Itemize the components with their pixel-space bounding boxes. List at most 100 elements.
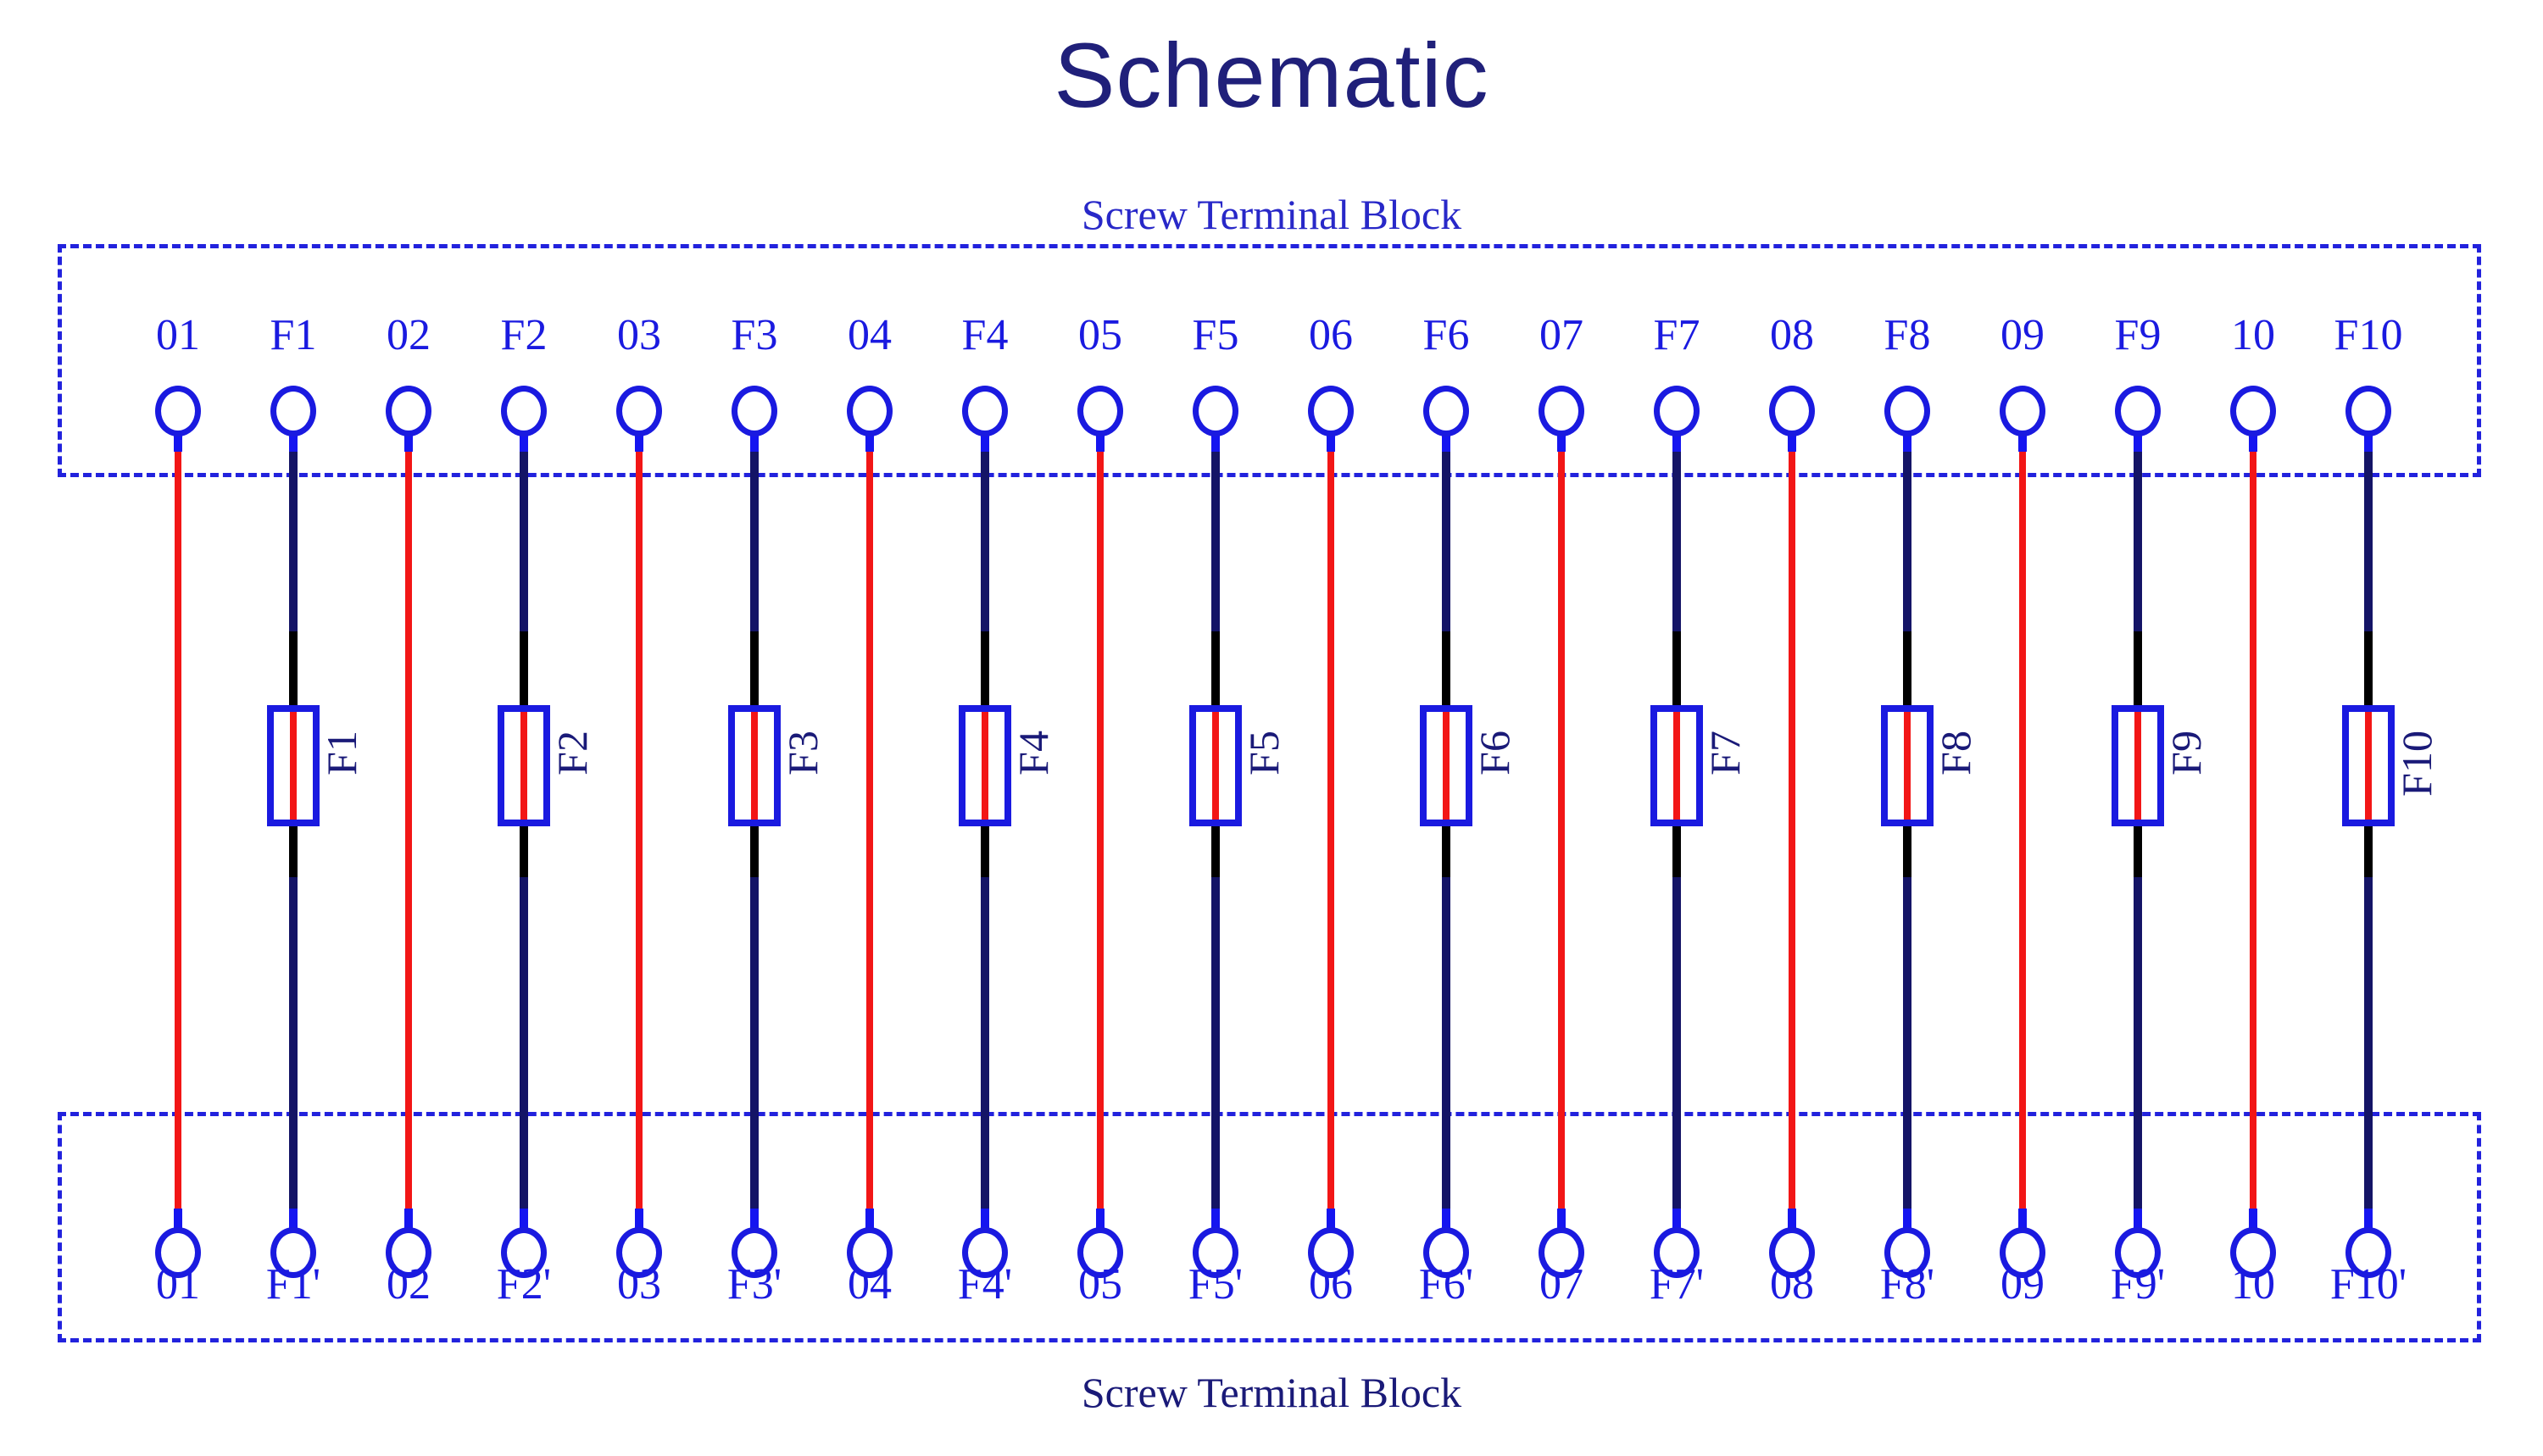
wire-navy-lower <box>1672 877 1681 1209</box>
wire-black-upper <box>981 631 989 709</box>
fuse-designator-label: F4 <box>1010 731 1057 775</box>
top-terminal-circle[interactable] <box>270 386 316 436</box>
wire-stub-bottom <box>2364 1209 2373 1234</box>
top-terminal-circle[interactable] <box>1077 386 1123 436</box>
wire-red-through-fuse <box>982 705 988 826</box>
bottom-terminal-circle[interactable] <box>155 1227 201 1278</box>
bottom-terminal-circle[interactable] <box>1423 1227 1469 1278</box>
wire-stub-bottom <box>2249 1209 2257 1234</box>
top-terminal-label: 08 <box>1770 311 1814 359</box>
wire-stub-bottom <box>1442 1209 1450 1234</box>
wire-stub-top <box>1672 430 1681 452</box>
top-screw-terminal-block-frame <box>58 244 2481 477</box>
wire-red-through-fuse <box>1673 705 1680 826</box>
wire-black-lower <box>2364 823 2373 877</box>
top-terminal-circle[interactable] <box>1539 386 1584 436</box>
top-terminal-circle[interactable] <box>2230 386 2276 436</box>
top-terminal-label: 09 <box>2000 311 2045 359</box>
top-terminal-label: F2 <box>500 311 548 359</box>
fuse-symbol[interactable] <box>2342 705 2395 826</box>
top-terminal-label: F1 <box>270 311 317 359</box>
fuse-symbol[interactable] <box>498 705 550 826</box>
top-terminal-label: 01 <box>156 311 200 359</box>
wire-stub-bottom <box>2018 1209 2027 1234</box>
top-terminal-circle[interactable] <box>2115 386 2161 436</box>
wire-red-run <box>636 452 643 1209</box>
wire-stub-bottom <box>1211 1209 1220 1234</box>
fuse-symbol[interactable] <box>728 705 781 826</box>
bottom-terminal-circle[interactable] <box>2000 1227 2045 1278</box>
fuse-symbol[interactable] <box>1189 705 1242 826</box>
top-terminal-circle[interactable] <box>616 386 662 436</box>
fuse-symbol[interactable] <box>267 705 320 826</box>
wire-black-lower <box>981 823 989 877</box>
bottom-terminal-circle[interactable] <box>847 1227 893 1278</box>
bottom-terminal-circle[interactable] <box>2115 1227 2161 1278</box>
top-terminal-circle[interactable] <box>1769 386 1815 436</box>
wire-stub-top <box>1442 430 1450 452</box>
wire-stub-top <box>404 430 413 452</box>
wire-stub-top <box>2364 430 2373 452</box>
top-terminal-circle[interactable] <box>962 386 1008 436</box>
bottom-terminal-circle[interactable] <box>2345 1227 2391 1278</box>
bottom-terminal-label: F9' <box>2110 1260 2166 1309</box>
bottom-terminal-circle[interactable] <box>386 1227 431 1278</box>
wire-navy-upper <box>289 452 298 631</box>
bottom-terminal-circle[interactable] <box>1769 1227 1815 1278</box>
wire-navy-lower <box>2134 877 2142 1209</box>
bottom-terminal-circle[interactable] <box>1193 1227 1238 1278</box>
wire-red-run <box>866 452 873 1209</box>
fuse-designator-label: F1 <box>318 731 365 775</box>
bottom-terminal-label: F7' <box>1649 1260 1705 1309</box>
fuse-designator-label: F7 <box>1701 731 1749 775</box>
bottom-terminal-circle[interactable] <box>962 1227 1008 1278</box>
wire-stub-bottom <box>289 1209 298 1234</box>
fuse-symbol[interactable] <box>1650 705 1703 826</box>
fuse-symbol[interactable] <box>959 705 1011 826</box>
fuse-symbol[interactable] <box>1881 705 1934 826</box>
wire-red-through-fuse <box>2134 705 2141 826</box>
wire-black-lower <box>1903 823 1911 877</box>
wire-black-lower <box>1442 823 1450 877</box>
top-terminal-circle[interactable] <box>2000 386 2045 436</box>
wire-black-upper <box>1211 631 1220 709</box>
wire-stub-bottom <box>404 1209 413 1234</box>
top-terminal-circle[interactable] <box>386 386 431 436</box>
wire-navy-lower <box>2364 877 2373 1209</box>
top-terminal-block-caption: Screw Terminal Block <box>1081 191 1462 238</box>
bottom-terminal-circle[interactable] <box>1539 1227 1584 1278</box>
top-terminal-label: 06 <box>1309 311 1353 359</box>
bottom-terminal-circle[interactable] <box>732 1227 777 1278</box>
bottom-terminal-circle[interactable] <box>2230 1227 2276 1278</box>
top-terminal-circle[interactable] <box>1308 386 1354 436</box>
top-terminal-circle[interactable] <box>1654 386 1700 436</box>
top-terminal-circle[interactable] <box>2345 386 2391 436</box>
wire-stub-top <box>1211 430 1220 452</box>
wire-stub-bottom <box>865 1209 874 1234</box>
top-terminal-label: F8 <box>1884 311 1931 359</box>
bottom-terminal-circle[interactable] <box>270 1227 316 1278</box>
fuse-symbol[interactable] <box>2112 705 2164 826</box>
bottom-terminal-circle[interactable] <box>616 1227 662 1278</box>
bottom-terminal-label: 07 <box>1539 1260 1583 1309</box>
top-terminal-circle[interactable] <box>1884 386 1930 436</box>
bottom-terminal-circle[interactable] <box>501 1227 547 1278</box>
fuse-symbol[interactable] <box>1420 705 1472 826</box>
top-terminal-label: 05 <box>1078 311 1122 359</box>
fuse-designator-label: F8 <box>1932 731 1979 775</box>
top-terminal-circle[interactable] <box>1423 386 1469 436</box>
top-terminal-circle[interactable] <box>732 386 777 436</box>
top-terminal-circle[interactable] <box>1193 386 1238 436</box>
top-terminal-circle[interactable] <box>847 386 893 436</box>
bottom-terminal-circle[interactable] <box>1077 1227 1123 1278</box>
top-terminal-circle[interactable] <box>155 386 201 436</box>
wire-navy-upper <box>981 452 989 631</box>
bottom-terminal-circle[interactable] <box>1884 1227 1930 1278</box>
bottom-screw-terminal-block-frame <box>58 1112 2481 1342</box>
top-terminal-label: 03 <box>617 311 661 359</box>
bottom-terminal-circle[interactable] <box>1654 1227 1700 1278</box>
top-terminal-circle[interactable] <box>501 386 547 436</box>
bottom-terminal-circle[interactable] <box>1308 1227 1354 1278</box>
top-terminal-label: 02 <box>387 311 431 359</box>
